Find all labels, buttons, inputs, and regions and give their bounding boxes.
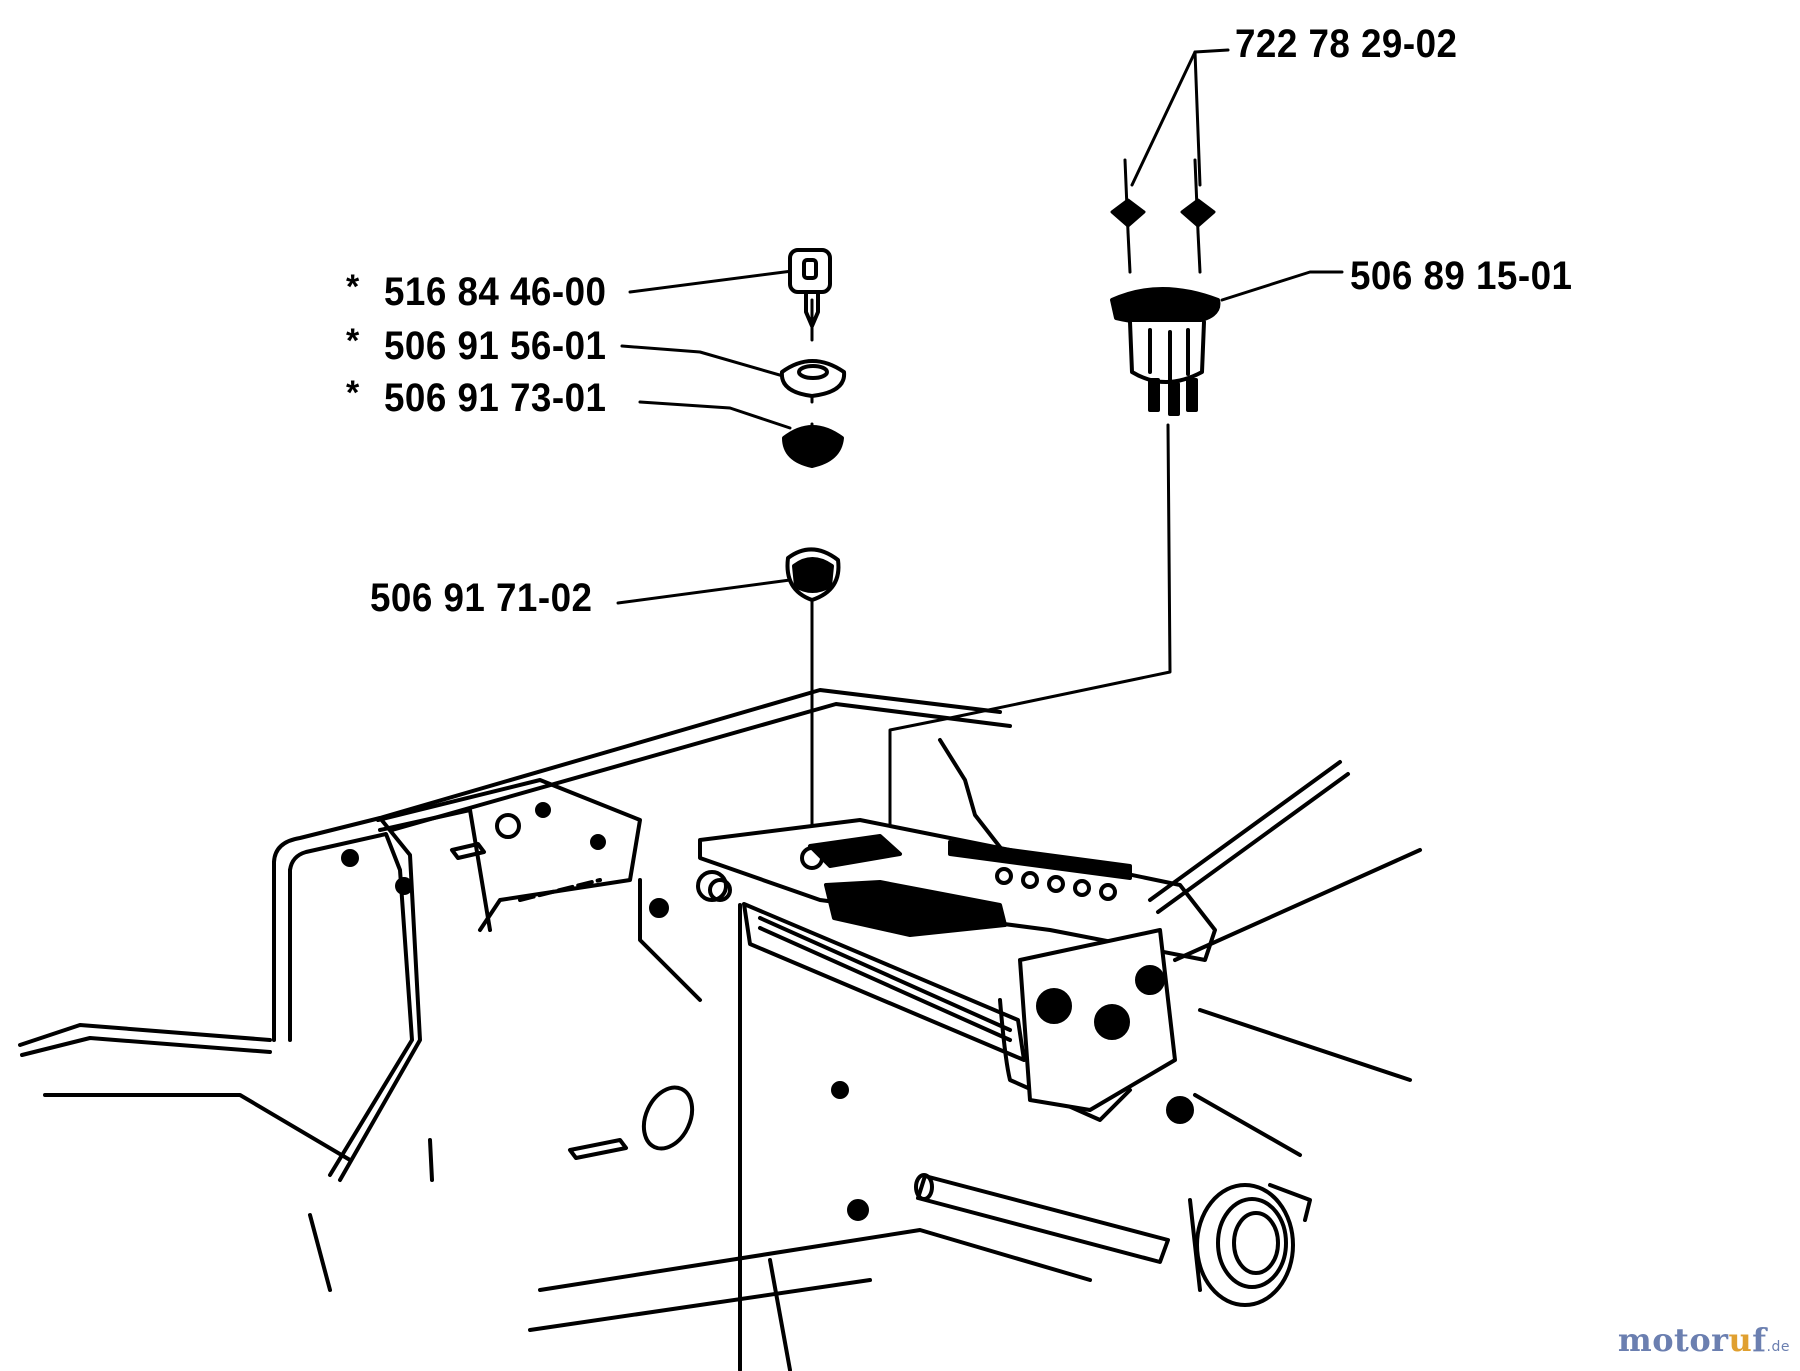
nut-icon [779,359,847,398]
callout-label-cap: 506 91 73-01 [384,376,607,420]
leader-lines [616,48,1344,852]
cap-icon [782,425,844,468]
callout-label-key: 516 84 46-00 [384,270,607,314]
callout-mark-cap: * [346,374,360,412]
fuse-pins-icon [1110,158,1216,274]
callout-label-ignition-switch: 506 89 15-01 [1350,254,1573,298]
callout-mark-nut: * [346,322,360,360]
callout-mark-key: * [346,268,360,306]
callout-label-lamp-holder: 506 91 71-02 [370,576,593,620]
key-icon [788,248,832,328]
chassis-frame [18,688,1422,1371]
ignition-switch-icon [1110,287,1221,416]
callout-label-fuse-pins: 722 78 29-02 [1235,22,1458,66]
watermark-logo: motoruf.de [1617,1321,1790,1359]
callout-label-nut: 506 91 56-01 [384,324,607,368]
lamp-holder-icon [785,547,841,602]
